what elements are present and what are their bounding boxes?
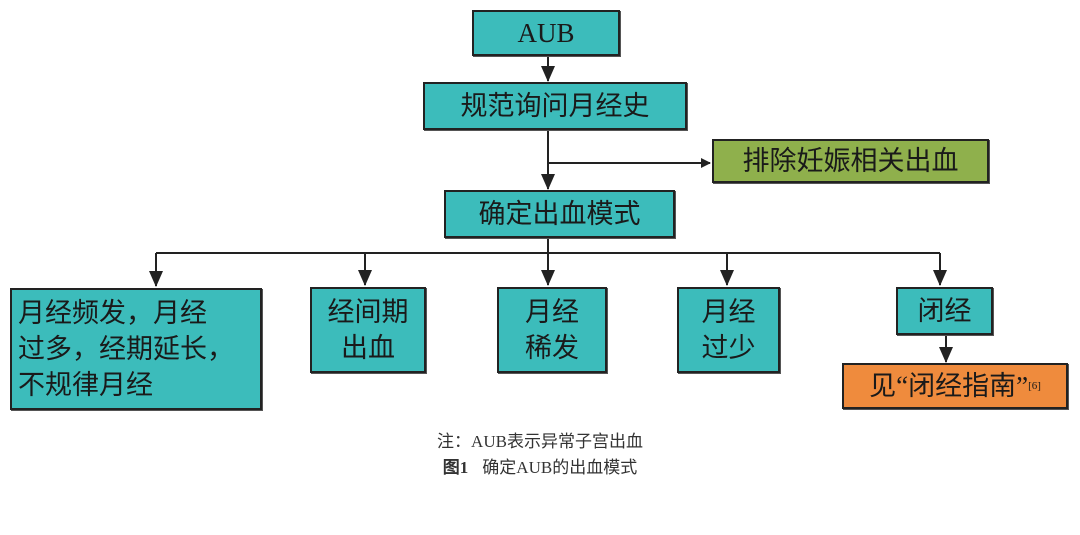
caption-label: 图1 <box>442 458 469 477</box>
node-see-guideline: 见“闭经指南”[6] <box>842 363 1068 409</box>
node-frequent: 月经频发，月经 过多，经期延长， 不规律月经 <box>10 288 262 410</box>
node-scanty: 月经 过少 <box>677 287 780 373</box>
figure-note: 注：AUB表示异常子宫出血 <box>437 432 643 451</box>
node-intermenstrual: 经间期 出血 <box>310 287 426 373</box>
guideline-text: 见“闭经指南” <box>869 371 1029 401</box>
guideline-ref: [6] <box>1028 380 1041 392</box>
node-aub: AUB <box>472 10 620 56</box>
node-infrequent: 月经 稀发 <box>497 287 607 373</box>
node-amenorrhea: 闭经 <box>896 287 993 335</box>
node-exclude-pregnancy: 排除妊娠相关出血 <box>712 139 989 183</box>
node-history: 规范询问月经史 <box>423 82 687 130</box>
caption-text: 确定AUB的出血模式 <box>482 458 638 477</box>
node-pattern: 确定出血模式 <box>444 190 675 238</box>
figure-caption: 图1 确定AUB的出血模式 <box>0 453 1080 478</box>
